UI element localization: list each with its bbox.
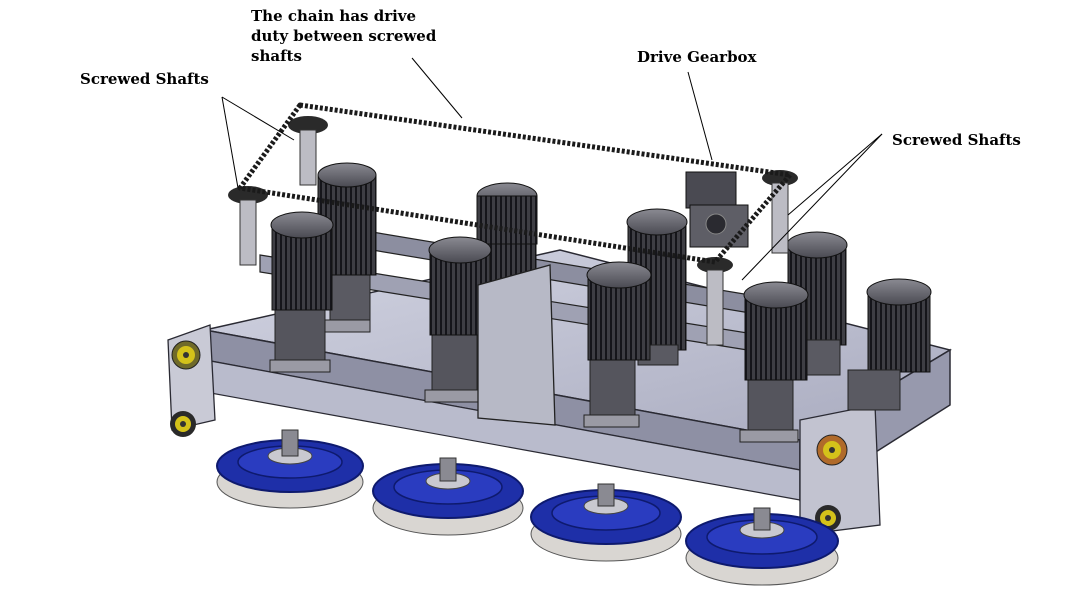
screwed-shaft-4	[697, 257, 733, 346]
leader-chain	[411, 57, 463, 119]
leader-shafts-left-b	[221, 96, 239, 189]
motor-back-1	[317, 162, 377, 333]
blue-wheel-4	[685, 507, 839, 586]
motor-front-1	[269, 211, 334, 373]
blue-wheel-2	[372, 457, 524, 536]
drive-gearbox-label: Drive Gearbox	[637, 48, 757, 66]
motor-side	[847, 278, 932, 411]
blue-wheel-3	[530, 483, 682, 562]
drive-gearbox	[685, 171, 749, 248]
motor-front-3	[583, 261, 652, 428]
motor-front-4	[739, 281, 809, 443]
leader-shafts-right-b	[741, 133, 883, 281]
leader-shafts-right-a	[787, 133, 883, 216]
screwed-shafts-label-right: Screwed Shafts	[892, 131, 1021, 149]
leader-gearbox	[687, 71, 713, 161]
center-plate	[477, 264, 556, 426]
roller-left-lower	[170, 411, 196, 437]
leader-shafts-left-a	[221, 96, 295, 141]
screwed-shaft-1	[288, 116, 328, 186]
roller-right-upper	[816, 434, 848, 466]
screwed-shaft-2	[228, 186, 268, 266]
chain-label: The chain has drive duty between screwed…	[251, 7, 437, 65]
blue-wheel-1	[216, 429, 364, 509]
screwed-shafts-label-left: Screwed Shafts	[80, 70, 209, 88]
roller-left-upper	[171, 340, 201, 370]
